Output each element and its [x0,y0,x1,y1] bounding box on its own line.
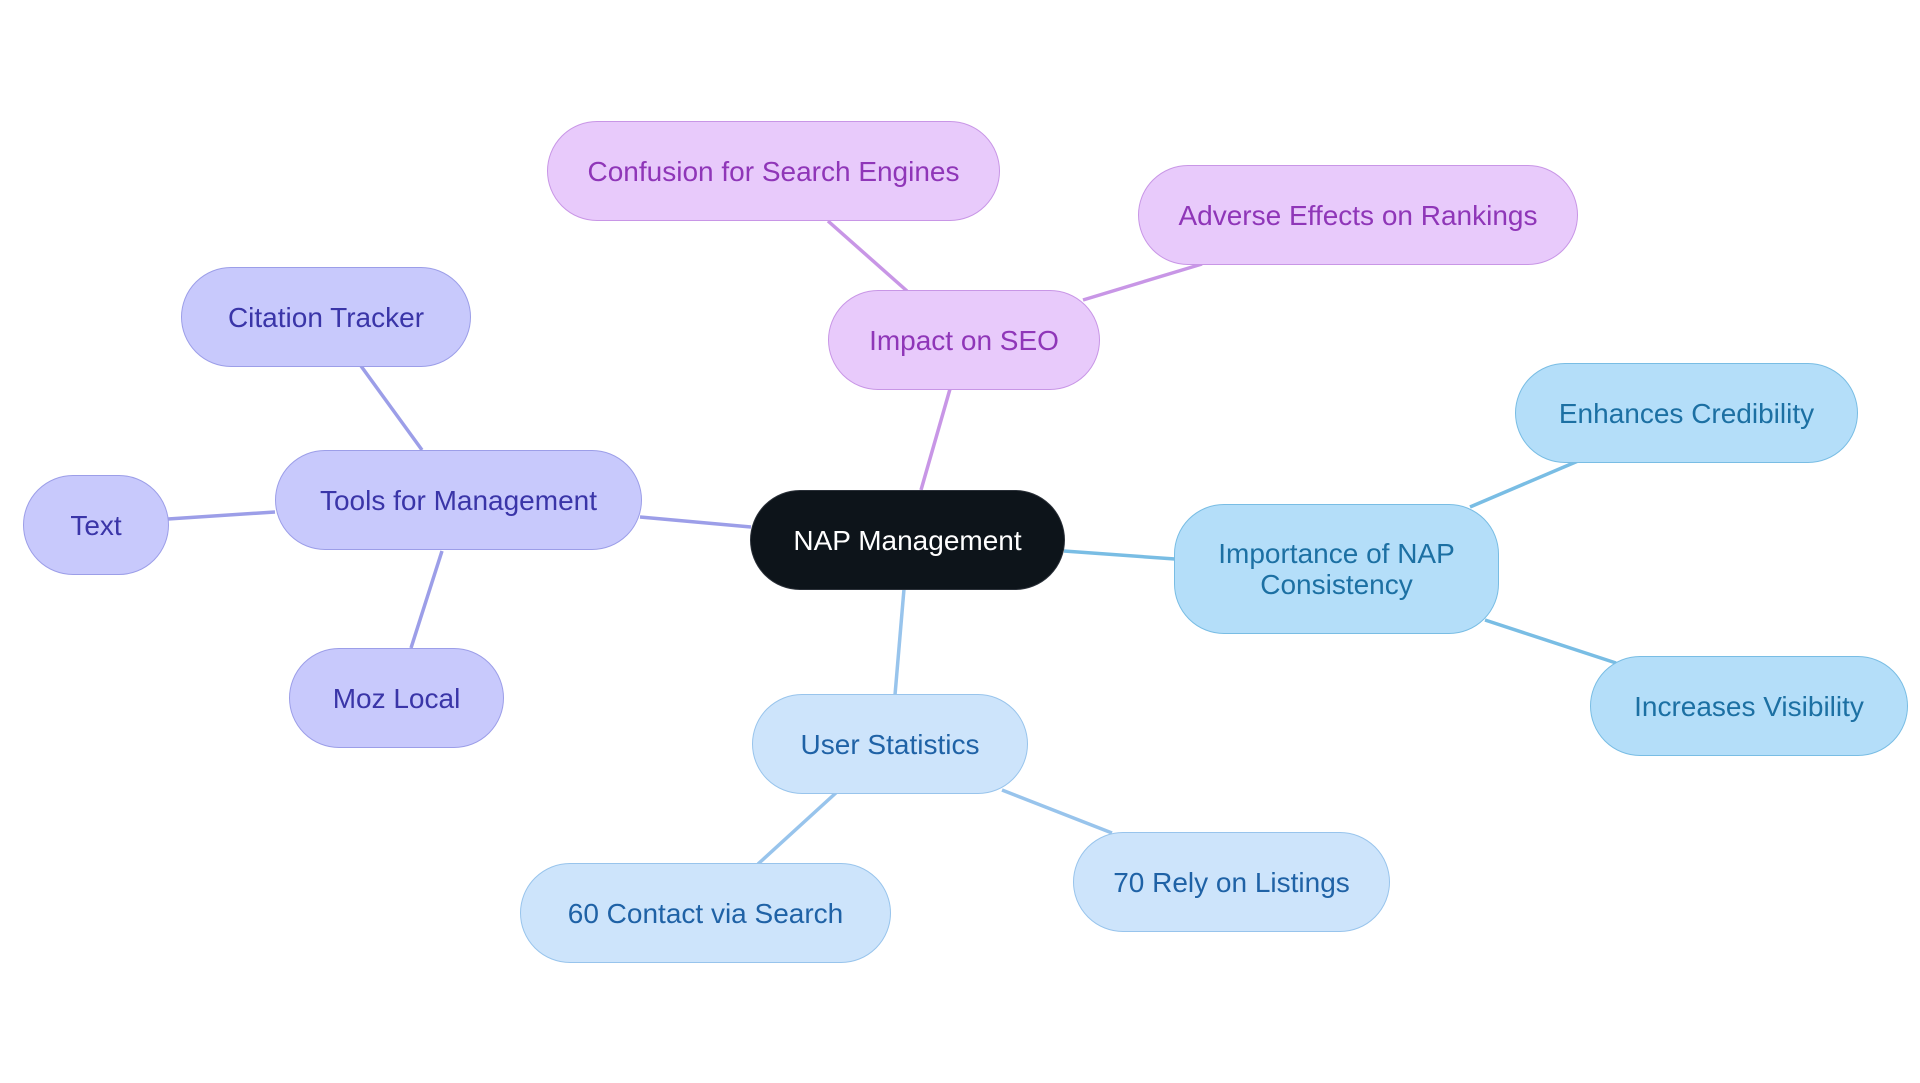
node-confusion-for-search-engines[interactable]: Confusion for Search Engines [547,121,1000,221]
edge-importance-visibility [1484,618,1617,665]
node-adverse-effects-on-rankings[interactable]: Adverse Effects on Rankings [1138,165,1578,265]
edge-tools-mozlocal [409,550,444,649]
node-visibility-label: Increases Visibility [1634,690,1864,722]
node-enhances-credibility[interactable]: Enhances Credibility [1515,363,1858,463]
edge-seo-confusion [826,219,909,293]
node-impact-on-seo[interactable]: Impact on SEO [828,290,1100,390]
node-root[interactable]: NAP Management [750,490,1065,590]
node-tools-label: Tools for Management [319,484,598,516]
node-impact-on-seo-label: Impact on SEO [869,324,1059,356]
edge-root-statistics [893,588,906,696]
node-user-statistics-label: User Statistics [800,728,980,760]
edge-statistics-70 [1001,788,1113,835]
node-60-label: 60 Contact via Search [567,897,844,929]
node-confusion-label: Confusion for Search Engines [587,155,960,187]
edge-statistics-60 [756,789,840,866]
node-adverse-label: Adverse Effects on Rankings [1178,199,1538,231]
edge-root-tools [639,515,752,529]
node-moz-local[interactable]: Moz Local [289,648,504,748]
node-citation-label: Citation Tracker [227,301,425,333]
node-user-statistics[interactable]: User Statistics [752,694,1028,794]
node-text-label: Text [70,509,122,541]
edge-seo-adverse [1082,262,1203,302]
node-60-contact-via-search[interactable]: 60 Contact via Search [520,863,891,963]
edge-root-seo [919,388,952,491]
node-70-rely-on-listings[interactable]: 70 Rely on Listings [1073,832,1390,932]
edge-tools-citation [359,364,424,452]
node-credibility-label: Enhances Credibility [1558,397,1815,429]
node-increases-visibility[interactable]: Increases Visibility [1590,656,1908,756]
edge-tools-text [167,510,276,521]
edge-root-importance [1063,549,1176,561]
node-importance-of-nap-consistency[interactable]: Importance of NAP Consistency [1174,504,1499,634]
node-importance-label: Importance of NAP Consistency [1218,538,1455,600]
node-tools-for-management[interactable]: Tools for Management [275,450,642,550]
node-root-label: NAP Management [793,524,1022,556]
node-moz-local-label: Moz Local [332,682,461,714]
node-70-label: 70 Rely on Listings [1113,866,1350,898]
node-citation-tracker[interactable]: Citation Tracker [181,267,471,367]
node-text[interactable]: Text [23,475,169,575]
edge-importance-credibility [1469,459,1579,509]
